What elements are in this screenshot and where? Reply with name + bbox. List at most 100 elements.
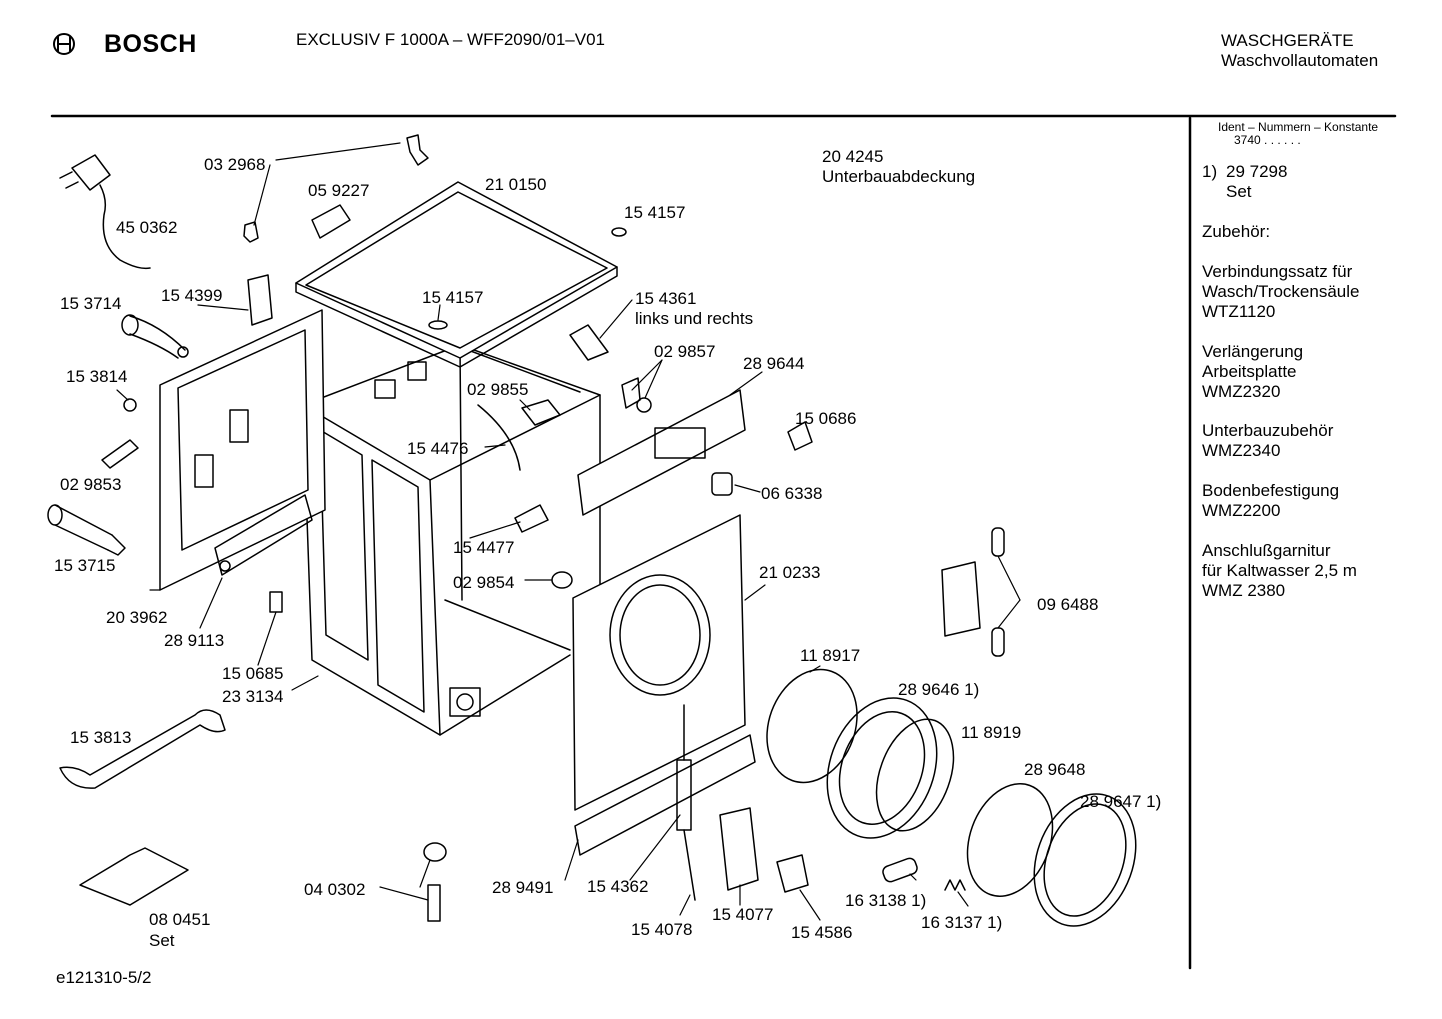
lamp-icon bbox=[711, 472, 733, 496]
part-label: 02 9853 bbox=[60, 475, 122, 494]
door-ring-icon bbox=[826, 697, 938, 839]
arm-icon bbox=[477, 404, 521, 471]
clamp-icon bbox=[101, 439, 139, 469]
nut-icon bbox=[423, 842, 447, 862]
door-glass-icon bbox=[875, 718, 955, 832]
ident-value: 3740 . . . . . . bbox=[1234, 133, 1301, 147]
part-label: 06 6338 bbox=[761, 484, 823, 503]
part-label: 02 9855 bbox=[467, 380, 529, 399]
part-label: 45 0362 bbox=[116, 218, 178, 237]
part-label: 03 2968 bbox=[204, 155, 266, 174]
accessory-line: WMZ2320 bbox=[1202, 382, 1281, 401]
accessory-item: Verbindungssatz für Wasch/Trockensäule W… bbox=[1202, 262, 1359, 322]
back-panel-icon bbox=[159, 309, 326, 591]
bolt-icon bbox=[427, 884, 441, 922]
filter-pin-icon bbox=[882, 857, 918, 883]
part-label: 28 9113 bbox=[164, 631, 225, 650]
note-number: 29 7298 bbox=[1226, 162, 1288, 181]
accessory-line: Anschlußgarnitur bbox=[1202, 541, 1331, 560]
part-label: 15 4476 bbox=[407, 439, 469, 458]
part-label: 15 4477 bbox=[453, 538, 515, 557]
accessory-line: Verlängerung bbox=[1202, 342, 1304, 361]
model-title: EXCLUSIV F 1000A – WFF2090/01–V01 bbox=[296, 30, 606, 49]
part-label: 05 9227 bbox=[308, 181, 370, 200]
part-label: 11 8917 bbox=[800, 646, 861, 665]
spring-icon bbox=[944, 879, 966, 891]
part-label: 21 0150 bbox=[485, 175, 547, 194]
part-label: 08 0451 bbox=[149, 910, 211, 929]
part-label: 15 4399 bbox=[161, 286, 223, 305]
note-text: Set bbox=[1226, 182, 1252, 201]
bracket-icon bbox=[569, 324, 609, 361]
catch-icon bbox=[776, 854, 809, 893]
part-description: Set bbox=[149, 931, 175, 950]
part-label: 20 4245 bbox=[822, 147, 884, 166]
accessories-title: Zubehör: bbox=[1202, 222, 1271, 241]
part-description: Unterbauabdeckung bbox=[822, 167, 976, 186]
part-label: 09 6488 bbox=[1037, 595, 1099, 614]
part-label: 28 9491 bbox=[492, 878, 554, 897]
wrench-icon bbox=[59, 709, 226, 789]
gasket-icon bbox=[766, 668, 858, 784]
part-label: 23 3134 bbox=[222, 687, 284, 706]
accessory-line: Wasch/Trockensäule bbox=[1202, 282, 1360, 301]
part-label: 15 4361 bbox=[635, 289, 697, 308]
part-label: 15 3813 bbox=[70, 728, 132, 747]
note-marker: 1) bbox=[1202, 162, 1218, 181]
accessory-line: Arbeitsplatte bbox=[1202, 362, 1297, 381]
holder-icon bbox=[521, 399, 561, 426]
ident-title: Ident – Nummern – Konstante bbox=[1218, 120, 1379, 134]
part-label: 16 3137 1) bbox=[921, 913, 1003, 932]
drain-hose-icon bbox=[47, 504, 126, 556]
knob-icon bbox=[636, 397, 652, 413]
accessory-item: Anschlußgarnitur für Kaltwasser 2,5 m WM… bbox=[1202, 541, 1357, 601]
control-rail-icon bbox=[577, 389, 746, 516]
part-label: 15 0686 bbox=[795, 409, 857, 428]
latch-icon bbox=[787, 421, 813, 451]
part-label: 15 4077 bbox=[712, 905, 774, 924]
part-label: 15 4157 bbox=[624, 203, 686, 222]
pin-icon bbox=[991, 527, 1005, 557]
part-label: 21 0233 bbox=[759, 563, 821, 582]
power-cord-icon bbox=[59, 154, 151, 270]
handle-icon bbox=[311, 204, 351, 239]
part-label: 02 9854 bbox=[453, 573, 515, 592]
bracket-icon bbox=[243, 221, 259, 243]
bracket-icon bbox=[406, 134, 429, 166]
accessory-line: WMZ 2380 bbox=[1202, 581, 1286, 600]
accessory-line: Verbindungssatz für bbox=[1202, 262, 1353, 281]
part-label: 15 4586 bbox=[791, 923, 853, 942]
door-lock-icon bbox=[719, 807, 759, 891]
part-label: 15 4362 bbox=[587, 877, 649, 896]
part-label: 28 9648 bbox=[1024, 760, 1086, 779]
part-label: 28 9646 1) bbox=[898, 680, 980, 699]
pin-icon bbox=[991, 627, 1005, 657]
outer-ring-icon bbox=[1033, 793, 1137, 927]
accessory-line: WMZ2340 bbox=[1202, 441, 1281, 460]
clip-icon bbox=[428, 320, 448, 330]
accessory-line: WTZ1120 bbox=[1202, 302, 1276, 321]
part-label: 15 3715 bbox=[54, 556, 116, 575]
part-label: 15 3714 bbox=[60, 294, 122, 313]
cabinet-icon bbox=[302, 344, 601, 736]
front-panel-icon bbox=[572, 514, 746, 811]
brand-logo-text: BOSCH bbox=[104, 30, 197, 58]
drawing-code: e121310-5/2 bbox=[56, 968, 152, 987]
part-description: links und rechts bbox=[635, 309, 754, 328]
hinge-icon bbox=[941, 561, 981, 637]
part-label: 28 9647 1) bbox=[1080, 792, 1162, 811]
accessory-line: WMZ2200 bbox=[1202, 501, 1281, 520]
part-label: 04 0302 bbox=[304, 880, 366, 899]
category-title: WASCHGERÄTE bbox=[1221, 31, 1354, 50]
seal-icon bbox=[966, 783, 1054, 897]
part-label: 15 4078 bbox=[631, 920, 693, 939]
cable-icon bbox=[683, 829, 696, 901]
nut-icon bbox=[123, 398, 137, 412]
control-module-icon bbox=[247, 274, 273, 326]
hose-icon bbox=[121, 314, 189, 359]
part-label: 28 9644 bbox=[743, 354, 805, 373]
leader-lines bbox=[116, 142, 1021, 921]
part-label: 15 0685 bbox=[222, 664, 284, 683]
foot-plate-icon bbox=[79, 847, 189, 906]
